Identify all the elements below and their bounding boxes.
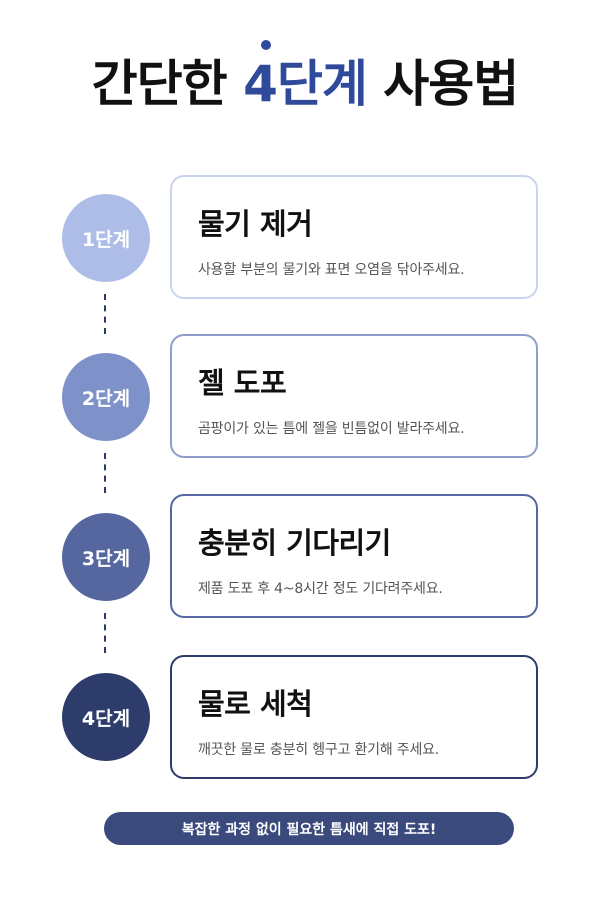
title-suffix: 사용법 — [366, 55, 519, 113]
step-connector-1 — [104, 294, 106, 334]
step-description-2: 곰팡이가 있는 틈에 젤을 빈틈없이 발라주세요. — [198, 421, 465, 437]
step-description-3: 제품 도포 후 4~8시간 정도 기다려주세요. — [198, 581, 443, 597]
step-description-4: 깨끗한 물로 충분히 헹구고 환기해 주세요. — [198, 742, 440, 758]
step-card-1: 물기 제거 사용할 부분의 물기와 표면 오염을 닦아주세요. — [170, 175, 538, 299]
step-title-4: 물로 세척 — [198, 687, 313, 721]
step-connector-3 — [104, 613, 106, 653]
page-title: 간단한 4단계 사용법 — [0, 40, 610, 124]
step-card-4: 물로 세척 깨끗한 물로 충분히 헹구고 환기해 주세요. — [170, 655, 538, 779]
title-prefix: 간단한 — [91, 55, 244, 113]
title-accent: 4단계 — [243, 55, 368, 113]
title-accent-wrap: 4단계 — [243, 40, 368, 124]
step-title-2: 젤 도포 — [198, 366, 287, 400]
step-connector-2 — [104, 453, 106, 493]
step-title-1: 물기 제거 — [198, 207, 313, 241]
step-card-2: 젤 도포 곰팡이가 있는 틈에 젤을 빈틈없이 발라주세요. — [170, 334, 538, 458]
step-title-3: 충분히 기다리기 — [198, 526, 391, 560]
step-badge-3: 3단계 — [62, 513, 150, 601]
step-badge-1: 1단계 — [62, 194, 150, 282]
bottom-banner: 복잡한 과정 없이 필요한 틈새에 직접 도포! — [104, 812, 514, 845]
accent-dot-icon — [261, 40, 272, 50]
step-badge-2: 2단계 — [62, 353, 150, 441]
step-description-1: 사용할 부분의 물기와 표면 오염을 닦아주세요. — [198, 262, 465, 278]
step-card-3: 충분히 기다리기 제품 도포 후 4~8시간 정도 기다려주세요. — [170, 494, 538, 618]
step-badge-4: 4단계 — [62, 673, 150, 761]
